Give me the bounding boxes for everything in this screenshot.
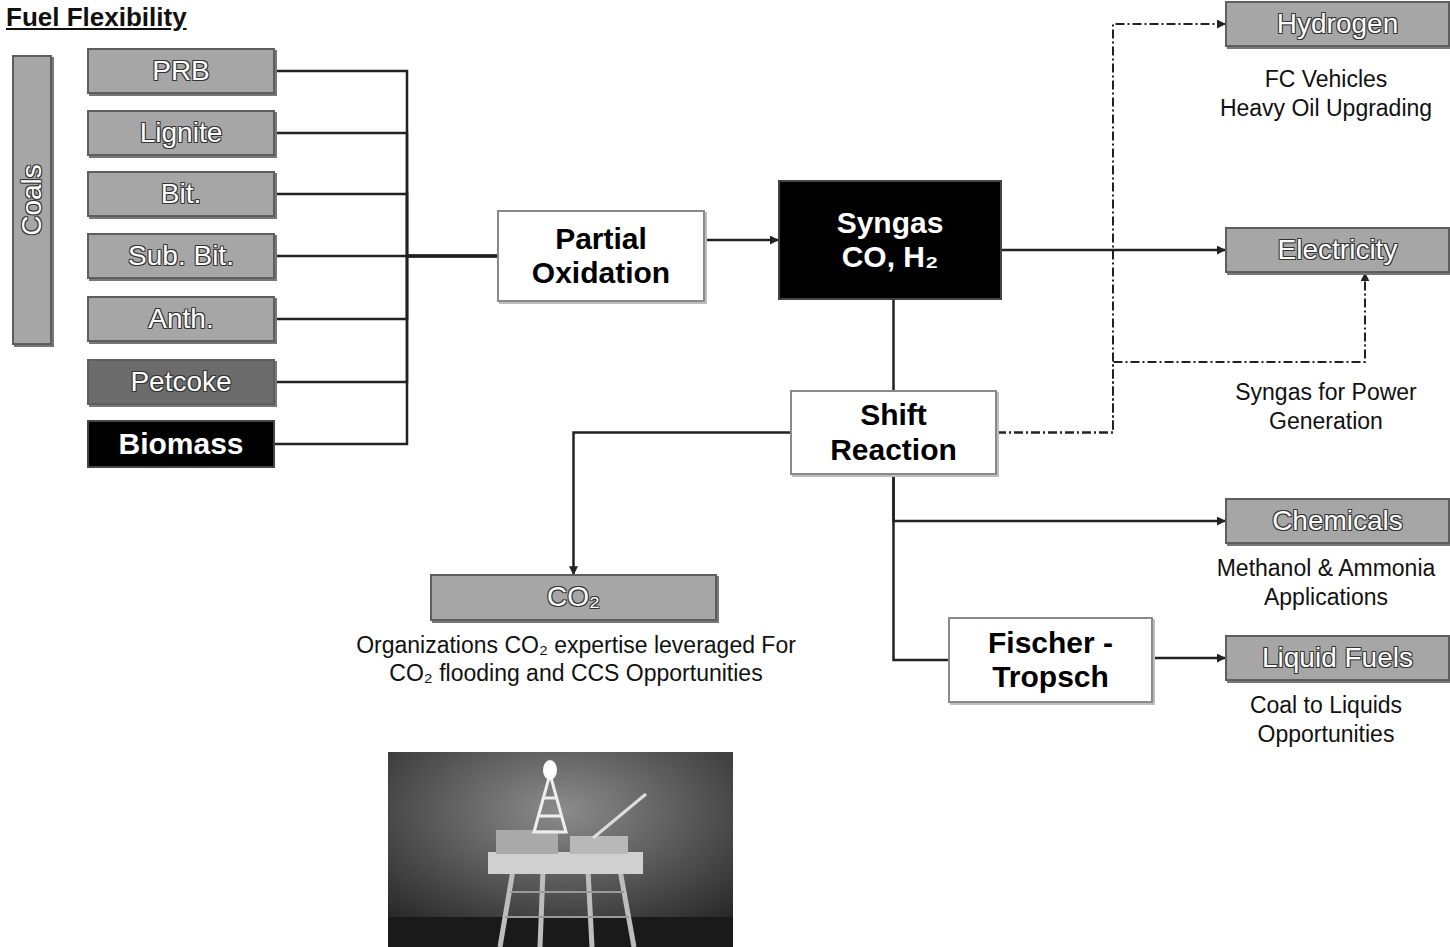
node-text: Petcoke (130, 366, 231, 398)
flow-connector (892, 300, 895, 390)
flow-connector (275, 256, 497, 319)
rig-bracing (505, 892, 629, 917)
node-text: CO₂ (547, 581, 600, 613)
fuel-box: Biomass (87, 420, 275, 469)
diagram-title: Fuel Flexibility (6, 2, 187, 33)
node-text: Bit. (161, 178, 201, 210)
node-text: Anth. (148, 303, 213, 335)
rig-legs (500, 870, 634, 947)
flow-connector (894, 475, 1226, 521)
flow-connector (275, 256, 497, 444)
caption-group: FC VehiclesHeavy Oil Upgrading (1205, 65, 1447, 123)
dash-dot-connector (997, 24, 1225, 433)
node-text: Electricity (1278, 234, 1398, 266)
flow-connector (275, 194, 497, 256)
node-text: Partial Oxidation (516, 222, 686, 291)
rig-deck (488, 852, 643, 874)
node-text: Lignite (140, 117, 223, 149)
node-text: Syngas CO, H₂ (825, 206, 955, 275)
fuel-box: Bit. (87, 171, 275, 217)
photo-sky (388, 752, 733, 947)
node-text: PRB (152, 55, 210, 87)
fuel-box: Lignite (87, 110, 275, 156)
rig-module (496, 830, 558, 854)
caption-text: Coal to Liquids Opportunities (1205, 691, 1447, 749)
photo-sea (388, 917, 733, 947)
flow-connector (1153, 657, 1225, 660)
note-label: Syngas for Power Generation (1205, 378, 1447, 436)
flow-connector (894, 475, 949, 660)
caption-text: FC Vehicles (1205, 65, 1447, 94)
rig-module (570, 836, 628, 854)
caption-group: Coal to Liquids Opportunities (1205, 691, 1447, 749)
process-box: Shift Reaction (790, 390, 997, 475)
rig-crane (593, 794, 646, 838)
flow-connector (275, 256, 497, 382)
output-box: Electricity (1225, 227, 1450, 273)
node-text: Liquid Fuels (1262, 642, 1413, 674)
product-box: Syngas CO, H₂ (778, 180, 1002, 300)
fuel-box: Petcoke (87, 359, 275, 405)
node-text: Chemicals (1272, 505, 1403, 537)
flow-connector (275, 133, 497, 256)
fuel-box: Sub. Bit. (87, 233, 275, 279)
node-text: Coals (16, 164, 48, 236)
group-label-box: Coals (12, 55, 52, 345)
caption-text: Organizations CO₂ expertise leveraged Fo… (336, 631, 816, 689)
output-box: ChemicalsMethanol & Ammonia Applications (1225, 498, 1450, 544)
node-text: Fischer - Tropsch (966, 626, 1136, 695)
fuel-box: PRB (87, 48, 275, 94)
flow-connector (275, 71, 497, 256)
caption-text: Heavy Oil Upgrading (1205, 94, 1447, 123)
oil-rig-photo (388, 752, 733, 947)
rig-flare (543, 760, 557, 780)
rig-derrick (534, 774, 566, 832)
output-box: CO₂Organizations CO₂ expertise leveraged… (430, 574, 717, 620)
caption-text: Methanol & Ammonia Applications (1205, 554, 1447, 612)
flow-connector (705, 239, 778, 242)
output-box: HydrogenFC VehiclesHeavy Oil Upgrading (1225, 1, 1450, 47)
node-text: Hydrogen (1277, 8, 1398, 40)
fuel-box: Anth. (87, 296, 275, 342)
flow-connector (574, 433, 791, 575)
caption-group: Methanol & Ammonia Applications (1205, 554, 1447, 612)
node-text: Biomass (118, 427, 243, 462)
process-box: Partial Oxidation (497, 210, 705, 302)
node-text: Sub. Bit. (128, 240, 234, 272)
output-box: Liquid FuelsCoal to Liquids Opportunitie… (1225, 635, 1450, 681)
caption-group: Organizations CO₂ expertise leveraged Fo… (336, 631, 816, 689)
node-text: Shift Reaction (814, 398, 974, 467)
process-box: Fischer - Tropsch (948, 617, 1153, 703)
